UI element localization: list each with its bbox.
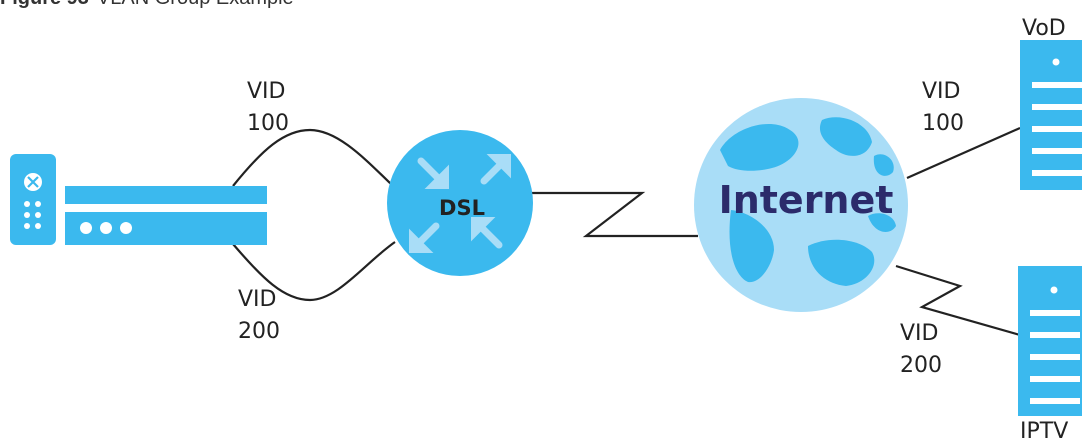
settop-box-stripe [65, 204, 267, 212]
vod-server-body [1020, 40, 1082, 190]
iptv-server-led [1050, 286, 1058, 294]
vid-text: VID [922, 79, 961, 104]
vid-number: 100 [247, 111, 289, 136]
vid-text: VID [900, 321, 939, 346]
iptv-label: IPTV [1020, 419, 1068, 444]
settop-led-2 [100, 222, 112, 234]
router-label: DSL [439, 196, 485, 220]
link-lower-left-curve [232, 241, 396, 302]
vod-server-led [1052, 58, 1060, 66]
settop-box [65, 186, 267, 245]
dsl-router: DSL [387, 130, 533, 276]
vod-server [1020, 40, 1082, 190]
vod-server-slots [1032, 82, 1082, 176]
vid-number: 100 [922, 111, 964, 136]
remote-keypad [24, 201, 41, 229]
settop-box-device [10, 154, 267, 245]
figure-title: VLAN Group Example [97, 0, 294, 9]
figure-number: Figure 93 [0, 0, 89, 9]
link-dsl-internet-zigzag [532, 191, 698, 238]
vid-text: VID [247, 79, 286, 104]
vod-label: VoD [1022, 16, 1066, 41]
figure-caption: Figure 93 VLAN Group Example [0, 0, 294, 10]
vid-label-upper-left: VID 100 [247, 76, 289, 140]
iptv-server-slots [1030, 310, 1080, 404]
vid-number: 200 [238, 319, 280, 344]
vid-text: VID [238, 287, 277, 312]
iptv-server-body [1018, 266, 1082, 416]
link-upper-left-curve [232, 128, 393, 187]
settop-led-3 [120, 222, 132, 234]
vid-label-lower-right: VID 200 [900, 318, 942, 382]
remote-x-mark [27, 176, 39, 188]
link-internet-vod [906, 126, 1021, 180]
vid-label-lower-left: VID 200 [238, 284, 280, 348]
internet-globe: Internet [694, 98, 908, 312]
internet-label: Internet [719, 178, 894, 222]
iptv-server [1018, 266, 1082, 416]
router-arrows-icon [409, 154, 511, 253]
globe-continents [720, 117, 896, 286]
vid-label-upper-right: VID 100 [922, 76, 964, 140]
remote-control [10, 154, 56, 245]
settop-led-1 [80, 222, 92, 234]
link-internet-iptv-zigzag [895, 264, 1021, 337]
connection-lines [232, 126, 1021, 337]
vid-number: 200 [900, 353, 942, 378]
